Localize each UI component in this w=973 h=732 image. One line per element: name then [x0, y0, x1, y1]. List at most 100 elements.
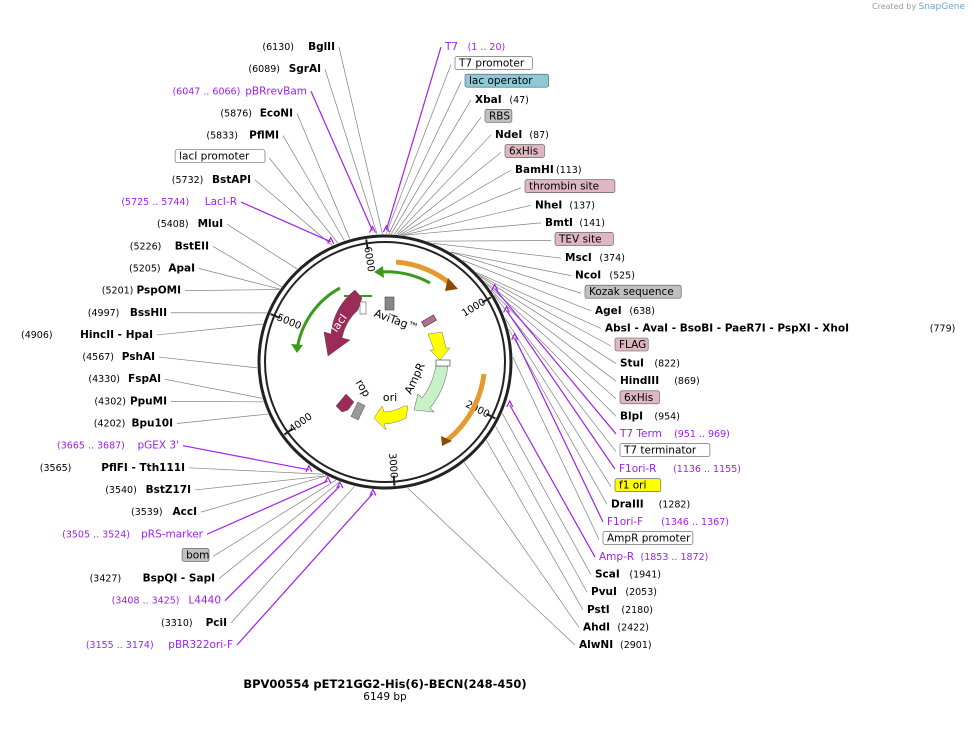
connector-line [490, 289, 617, 417]
rop-feature [335, 393, 355, 413]
ruler-tick [365, 239, 369, 250]
feature-label-box [504, 144, 545, 158]
label-connector-lines [156, 46, 617, 646]
enzyme-name: PpuMI [130, 395, 167, 407]
enzyme-label: FspAI(4330) [88, 373, 161, 385]
feature-label-box [602, 531, 694, 545]
connector-line [506, 310, 616, 470]
connector-line [282, 135, 345, 241]
enzyme-position: (6089) [248, 64, 280, 75]
enzyme-position: (638) [629, 306, 655, 317]
primer-range: (951 .. 969) [674, 429, 730, 440]
primer-marker [511, 332, 519, 340]
ruler-tick [486, 413, 496, 420]
feature-label-box [454, 56, 533, 70]
enzyme-label: BlpI(954) [620, 410, 680, 422]
feature-label: bom [181, 548, 209, 562]
connector-line [385, 46, 442, 231]
enzyme-label: XbaI(47) [475, 94, 529, 106]
lac-operator-yellow [427, 331, 451, 361]
connector-line [462, 259, 592, 312]
primer-label: pRS-marker(3505 .. 3524) [62, 528, 204, 540]
primer-name: F1ori-F [607, 516, 643, 528]
feature-label: lac operator [464, 73, 549, 88]
backbone-ring [257, 234, 513, 490]
connector-line [156, 323, 263, 336]
enzyme-position: (2180) [621, 605, 653, 616]
enzyme-label: NcoI(525) [575, 270, 635, 282]
enzyme-name: HindIII [620, 375, 659, 387]
connector-line [212, 479, 337, 557]
feature-label-box [484, 109, 513, 123]
enzyme-name: BstZ17I [146, 484, 191, 496]
enzyme-position: (3539) [131, 507, 163, 518]
enzyme-label: ScaI(1941) [595, 569, 661, 581]
primer-marker [327, 236, 335, 244]
primer-range: (1853 .. 1872) [641, 552, 709, 563]
enzyme-label: BmtI(141) [545, 217, 605, 229]
enzyme-label: MluI(5408) [157, 218, 223, 230]
feature-label: TEV site [554, 232, 614, 246]
connector-line [188, 467, 324, 475]
connector-line [393, 117, 482, 235]
enzyme-name: StuI [620, 358, 644, 370]
credit-prefix: Created by [872, 2, 917, 11]
connector-line [184, 289, 280, 291]
connector-line [450, 251, 582, 294]
connector-line [240, 201, 331, 243]
feature-name: f1 ori [619, 480, 646, 492]
ruler-tick-label: 5000 [275, 312, 303, 332]
enzyme-name: BspQI - SapI [143, 573, 215, 585]
connector-line [494, 288, 617, 435]
feature-label: f1 ori [614, 478, 662, 493]
feature-name: lac operator [469, 75, 533, 87]
feature-label: 6xHis [504, 144, 545, 158]
primer-marker [368, 225, 377, 233]
enzyme-name: BssHII [130, 307, 167, 319]
feature-label: 6xHis [619, 390, 660, 405]
feature-name: RBS [489, 110, 510, 122]
connector-line [206, 480, 328, 535]
feature-name: AmpR promoter [607, 532, 691, 544]
primer-marker [336, 480, 344, 489]
primer-range: (5725 .. 5744) [121, 197, 189, 208]
enzyme-label: AccI(3539) [131, 506, 197, 518]
plasmid-title-group: BPV00554 pET21GG2-His(6)-BECN(248-450) 6… [243, 677, 526, 703]
primer-name: L4440 [188, 595, 221, 607]
enzyme-name: DraIII [611, 498, 644, 510]
enzyme-position: (779) [930, 323, 956, 334]
connector-line [194, 475, 327, 491]
connector-line [512, 356, 600, 540]
plasmid-name: BPV00554 pET21GG2-His(6)-BECN(248-450) [243, 677, 526, 691]
enzyme-position: (113) [556, 165, 582, 176]
primer-range: (3408 .. 3425) [112, 596, 180, 607]
enzyme-name: FspAI [128, 373, 161, 385]
connector-line [402, 204, 532, 236]
enzyme-label: SgrAI(6089) [248, 63, 321, 75]
primer-label: L4440 (3408 .. 3425) [112, 595, 221, 607]
feature-label-box [614, 478, 662, 493]
enzyme-position: (5408) [157, 219, 189, 230]
enzyme-name: AhdI [583, 621, 610, 633]
enzyme-position: (6130) [262, 42, 294, 53]
his-box-top [384, 296, 395, 311]
enzyme-position: (4302) [94, 396, 126, 407]
primer-range: (1 .. 20) [468, 42, 506, 53]
primer-label: F1ori-R(1136 .. 1155) [619, 463, 741, 475]
inner-feature-label: AviTag™ [372, 307, 420, 335]
enzyme-label: AbsI - AvaI - BsoBI - PaeR7I - PspXI - X… [605, 322, 955, 334]
inner-features [291, 259, 487, 446]
enzyme-label: StuI(822) [620, 358, 680, 370]
enzyme-position: (1282) [659, 499, 691, 510]
primer-name: pBR322ori-F [168, 639, 233, 651]
enzyme-label: PciI(3310) [161, 617, 227, 629]
connector-line [324, 69, 378, 235]
feature-name: bom [186, 549, 209, 561]
primer-marker [491, 283, 499, 291]
connector-line [268, 157, 339, 244]
primer-label: Amp-R(1853 .. 1872) [599, 551, 708, 563]
connector-line [164, 378, 263, 399]
feature-name: 6xHis [624, 392, 653, 404]
